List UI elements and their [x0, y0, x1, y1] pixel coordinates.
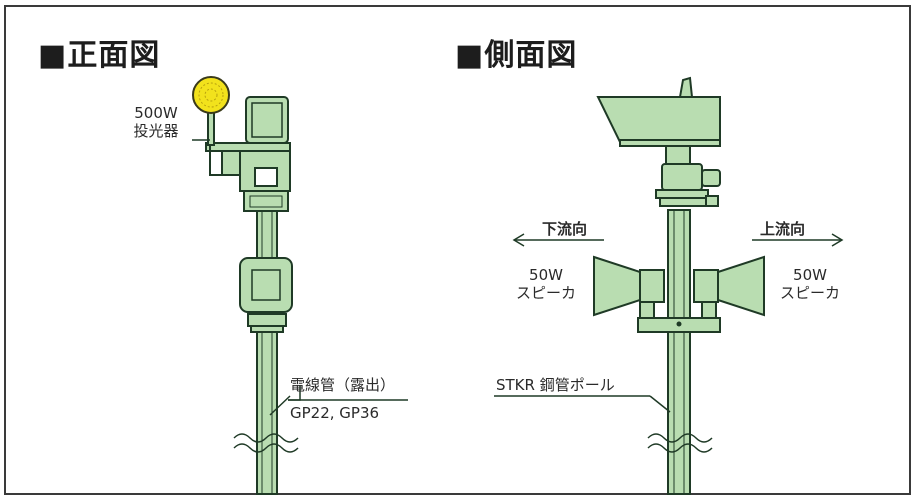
side-neck-box: [661, 163, 703, 191]
downstream-arrow: [512, 233, 604, 247]
figure-frame: [4, 5, 911, 495]
right-speaker-horn: [717, 255, 765, 317]
floodlight-name: 投光器: [133, 122, 179, 140]
conduit-name: 電線管（露出）: [290, 376, 396, 394]
front-pole-break: [233, 433, 299, 453]
side-view-heading: ■側面図: [455, 38, 578, 73]
left-speaker-horn: [593, 255, 641, 317]
front-base-box: [243, 190, 289, 212]
front-view-heading: ■正面図: [38, 38, 161, 73]
pole-label: STKR 鋼管ポール: [496, 376, 615, 394]
floodlight-label: 500W 投光器: [120, 104, 192, 140]
front-junction-box: [239, 257, 293, 313]
left-speaker-body: [639, 269, 665, 303]
right-speaker-name: スピーカ: [779, 284, 840, 302]
upstream-arrow: [752, 233, 844, 247]
left-speaker-name: スピーカ: [515, 284, 576, 302]
upstream-label: 上流向: [760, 220, 806, 238]
front-bracket: [205, 142, 291, 152]
side-view-drawing: [593, 76, 765, 495]
side-floodlight-housing: [596, 96, 721, 143]
right-speaker-label: 50W スピーカ: [772, 266, 848, 302]
floodlight-lamp: [192, 76, 230, 114]
front-view-drawing: [205, 96, 293, 495]
side-pole-break: [647, 433, 713, 453]
right-speaker-power: 50W: [793, 266, 827, 284]
left-speaker-power: 50W: [529, 266, 563, 284]
left-speaker-label: 50W スピーカ: [508, 266, 584, 302]
floodlight-power: 500W: [134, 104, 178, 122]
conduit-spec: GP22, GP36: [290, 404, 380, 422]
front-pole: [256, 204, 278, 495]
downstream-label: 下流向: [542, 220, 588, 238]
right-speaker-body: [693, 269, 719, 303]
front-collar: [247, 313, 287, 327]
conduit-label: 電線管（露出）: [290, 376, 395, 394]
